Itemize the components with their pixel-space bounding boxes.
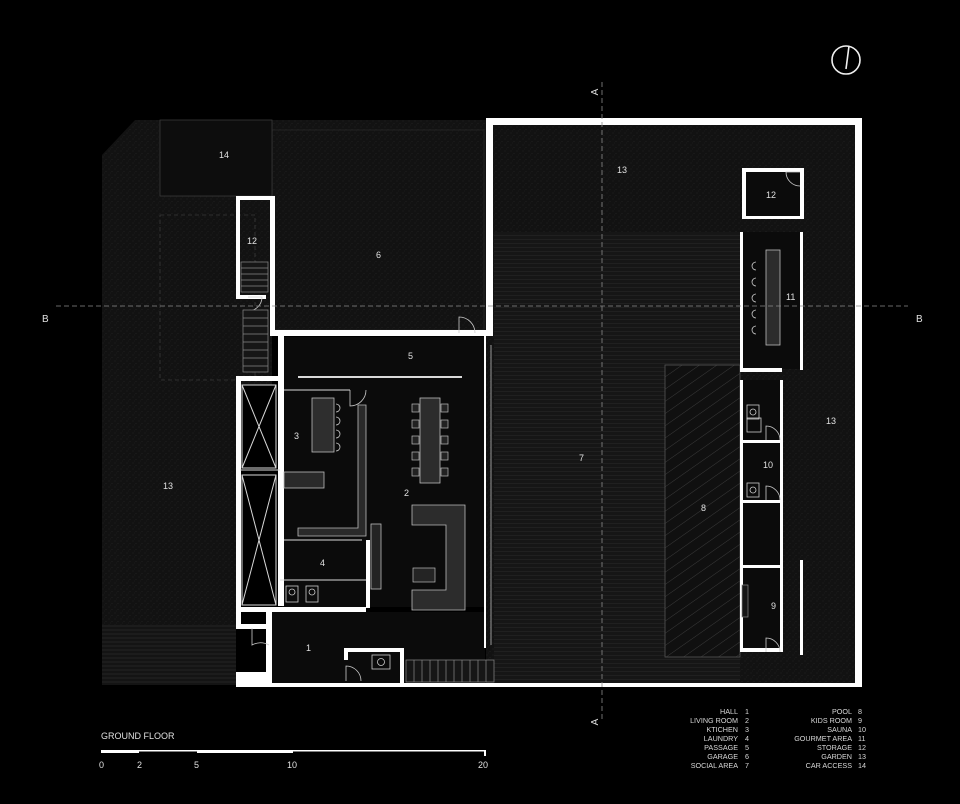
drawing-title: GROUND FLOOR: [101, 731, 175, 741]
legend-name: LIVING ROOM: [690, 716, 738, 725]
scale-label-2: 2: [137, 760, 142, 770]
interior-lines: [240, 376, 462, 606]
legend-num: 10: [858, 725, 866, 734]
legend-num: 14: [858, 761, 866, 770]
room-label-1: 1: [306, 643, 311, 653]
room-label-8: 8: [701, 503, 706, 513]
legend-num: 9: [858, 716, 862, 725]
legend-name: KTICHEN: [706, 725, 738, 734]
room-label-2: 2: [404, 488, 409, 498]
legend-num: 5: [745, 743, 749, 752]
section-mark-a-top: A: [590, 88, 601, 95]
room-label-9: 9: [771, 601, 776, 611]
scale-label-0: 0: [99, 760, 104, 770]
legend-right: POOL 8 KIDS ROOM 9 SAUNA 10 GOURMET AREA…: [794, 707, 866, 770]
scale-bar: [101, 750, 486, 756]
section-mark-b-left: B: [42, 314, 49, 325]
room-label-3: 3: [294, 431, 299, 441]
north-arrow-icon: [831, 45, 861, 75]
legend-num: 8: [858, 707, 862, 716]
stairs: [240, 261, 749, 683]
legend-num: 2: [745, 716, 749, 725]
ottoman: [412, 567, 436, 583]
legend-num: 3: [745, 725, 749, 734]
legend-name: POOL: [832, 707, 852, 716]
room-label-7: 7: [579, 453, 584, 463]
kitchen-counter: [297, 404, 367, 537]
room-label-13-top: 13: [617, 165, 627, 175]
legend-num: 4: [745, 734, 749, 743]
room-label-5: 5: [408, 351, 413, 361]
legend-name: CAR ACCESS: [806, 761, 853, 770]
room-label-13-left: 13: [163, 481, 173, 491]
room-label-10: 10: [763, 460, 773, 470]
legend-num: 12: [858, 743, 866, 752]
legend-left: HALL 1 LIVING ROOM 2 KTICHEN 3 LAUNDRY 4…: [690, 707, 749, 770]
section-lines: [56, 82, 908, 722]
room-label-6: 6: [376, 250, 381, 260]
walls: [236, 118, 862, 687]
scale-label-20: 20: [478, 760, 488, 770]
room-label-12-top: 12: [766, 190, 776, 200]
kitchen-stools: [335, 403, 341, 452]
legend-name: KIDS ROOM: [811, 716, 852, 725]
dining-table: [419, 397, 441, 484]
scale-label-5: 5: [194, 760, 199, 770]
room-label-13-right: 13: [826, 416, 836, 426]
car-access-area: [159, 119, 273, 197]
section-mark-b-right: B: [916, 314, 923, 325]
legend-name: GARDEN: [821, 752, 852, 761]
scale-label-10: 10: [287, 760, 297, 770]
legend-num: 13: [858, 752, 866, 761]
legend-name: STORAGE: [817, 743, 852, 752]
legend-num: 7: [745, 761, 749, 770]
gourmet-stools: [751, 261, 757, 335]
room-label-4: 4: [320, 558, 325, 568]
legend-name: PASSAGE: [704, 743, 738, 752]
sofa: [411, 504, 466, 611]
legend-name: GOURMET AREA: [794, 734, 852, 743]
legend-name: GARAGE: [707, 752, 738, 761]
legend-num: 11: [858, 734, 865, 743]
legend-num: 6: [745, 752, 749, 761]
section-mark-a-bottom: A: [590, 718, 601, 725]
bathroom-fixtures: [285, 404, 762, 670]
legend-num: 1: [745, 707, 749, 716]
door-swings: [247, 171, 801, 682]
gourmet-counter: [765, 249, 781, 346]
kitchen-island: [311, 397, 335, 453]
kitchen-appliances: [283, 471, 325, 489]
dining-chairs: [411, 403, 449, 477]
garage-area: [271, 129, 485, 331]
room-label-14: 14: [219, 150, 229, 160]
legend-name: SAUNA: [827, 725, 852, 734]
legend-name: SOCIAL AREA: [691, 761, 738, 770]
room-label-12-left: 12: [247, 236, 257, 246]
room-label-11: 11: [786, 292, 795, 302]
pool-area: [664, 364, 741, 658]
tv-console: [370, 523, 382, 590]
legend-name: LAUNDRY: [704, 734, 738, 743]
legend-name: HALL: [720, 707, 738, 716]
